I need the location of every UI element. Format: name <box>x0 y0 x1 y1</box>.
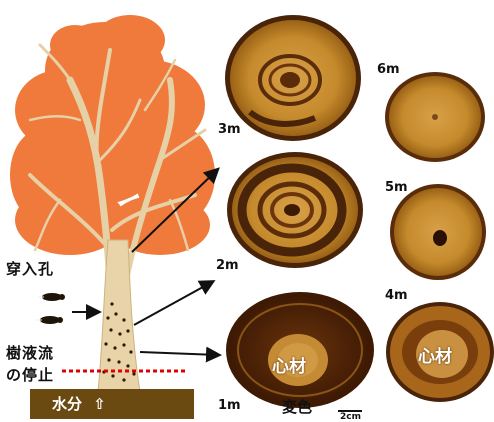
disc-1m <box>226 292 374 408</box>
water-text: 水分 <box>52 395 82 413</box>
disc-6m <box>385 72 485 162</box>
tree-foliage <box>10 15 215 255</box>
height-label-3m: 3m <box>218 122 241 137</box>
water-label: 水分 ⇧ <box>30 389 194 419</box>
height-label-5m: 5m <box>385 180 408 195</box>
disc-2m <box>227 152 363 268</box>
sap-flow-stop-label-line1: 樹液流 <box>6 342 54 363</box>
up-arrow-icon: ⇧ <box>93 395 106 413</box>
bore-hole-label: 穿入孔 <box>6 258 54 279</box>
beetle-icon <box>36 316 63 324</box>
disc-3m <box>225 15 361 141</box>
sap-flow-stop-label-line2: の停止 <box>6 364 54 385</box>
heartwood-label-4m: 心材 <box>418 342 452 367</box>
heartwood-label-1m: 心材 <box>272 352 306 377</box>
height-label-2m: 2m <box>216 258 239 273</box>
height-label-4m: 4m <box>385 288 408 303</box>
height-label-1m: 1m <box>218 398 241 413</box>
tree-trunk <box>98 240 140 392</box>
disc-5m <box>390 184 486 280</box>
discoloration-label: 変色 <box>282 396 312 417</box>
height-label-6m: 6m <box>377 62 400 77</box>
beetle-icon <box>38 293 65 301</box>
